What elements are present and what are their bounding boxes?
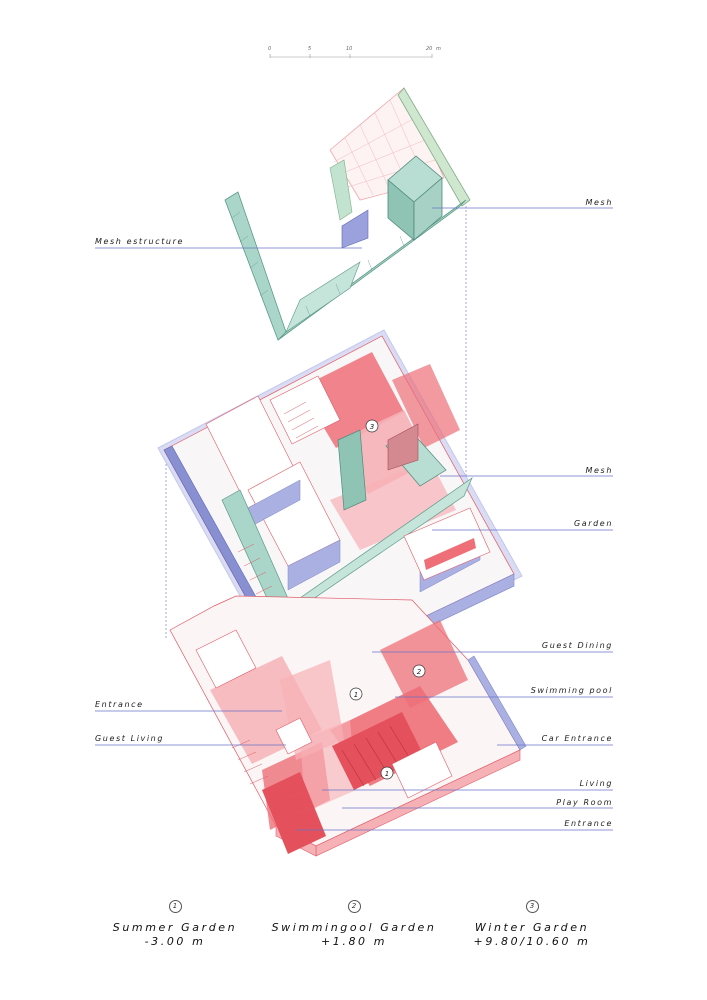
marker-1-a: 1 — [349, 687, 363, 701]
legend-swimming-garden: 2 Swimmingool Garden +1.80 m — [254, 893, 454, 948]
scale-unit: m — [436, 46, 441, 52]
label-living: Living — [579, 779, 613, 788]
marker-3-text: 3 — [370, 423, 374, 431]
legend-level-1: -3.00 m — [144, 935, 206, 948]
lower-level — [169, 595, 527, 857]
scale-tick-0: 0 — [268, 46, 272, 52]
scale-tick-5: 5 — [308, 46, 312, 52]
label-mesh-structure: Mesh estructure — [95, 237, 185, 246]
label-entrance-left: Entrance — [95, 700, 144, 709]
legend-badge-2: 2 — [347, 900, 361, 913]
label-garden: Garden — [573, 519, 613, 528]
legend-winter-garden: 3 Winter Garden +9.80/10.60 m — [432, 893, 632, 948]
legend-title-3: Winter Garden — [474, 921, 590, 934]
label-guest-dining: Guest Dining — [541, 641, 613, 650]
marker-1-b-text: 1 — [385, 770, 389, 778]
marker-2: 2 — [412, 664, 426, 678]
marker-3: 3 — [365, 419, 379, 433]
scale-bar — [269, 54, 433, 58]
mesh-structure-level — [165, 87, 471, 640]
label-swimming-pool: Swimming pool — [530, 686, 613, 695]
label-play-room: Play Room — [556, 798, 613, 807]
legend-title-1: Summer Garden — [112, 921, 238, 934]
label-guest-living: Guest Living — [95, 734, 165, 743]
label-mesh-mid: Mesh — [585, 466, 613, 475]
legend-level-2: +1.80 m — [320, 935, 388, 948]
leader-lines — [95, 207, 613, 831]
legend-summer-garden: 1 Summer Garden -3.00 m — [75, 893, 275, 948]
label-entrance-right: Entrance — [564, 819, 613, 828]
legend-badge-1: 1 — [168, 900, 182, 913]
label-car-entrance: Car Entrance — [541, 734, 613, 743]
scale-tick-20: 20 — [426, 46, 433, 52]
legend-level-3: +9.80/10.60 m — [473, 935, 591, 948]
marker-1-b: 1 — [380, 766, 394, 780]
marker-1-a-text: 1 — [354, 691, 358, 699]
scale-tick-10: 10 — [346, 46, 353, 52]
legend-badge-3: 3 — [525, 900, 539, 913]
legend-title-2: Swimmingool Garden — [271, 921, 437, 934]
label-mesh-top: Mesh — [585, 198, 613, 207]
marker-2-text: 2 — [417, 668, 422, 676]
